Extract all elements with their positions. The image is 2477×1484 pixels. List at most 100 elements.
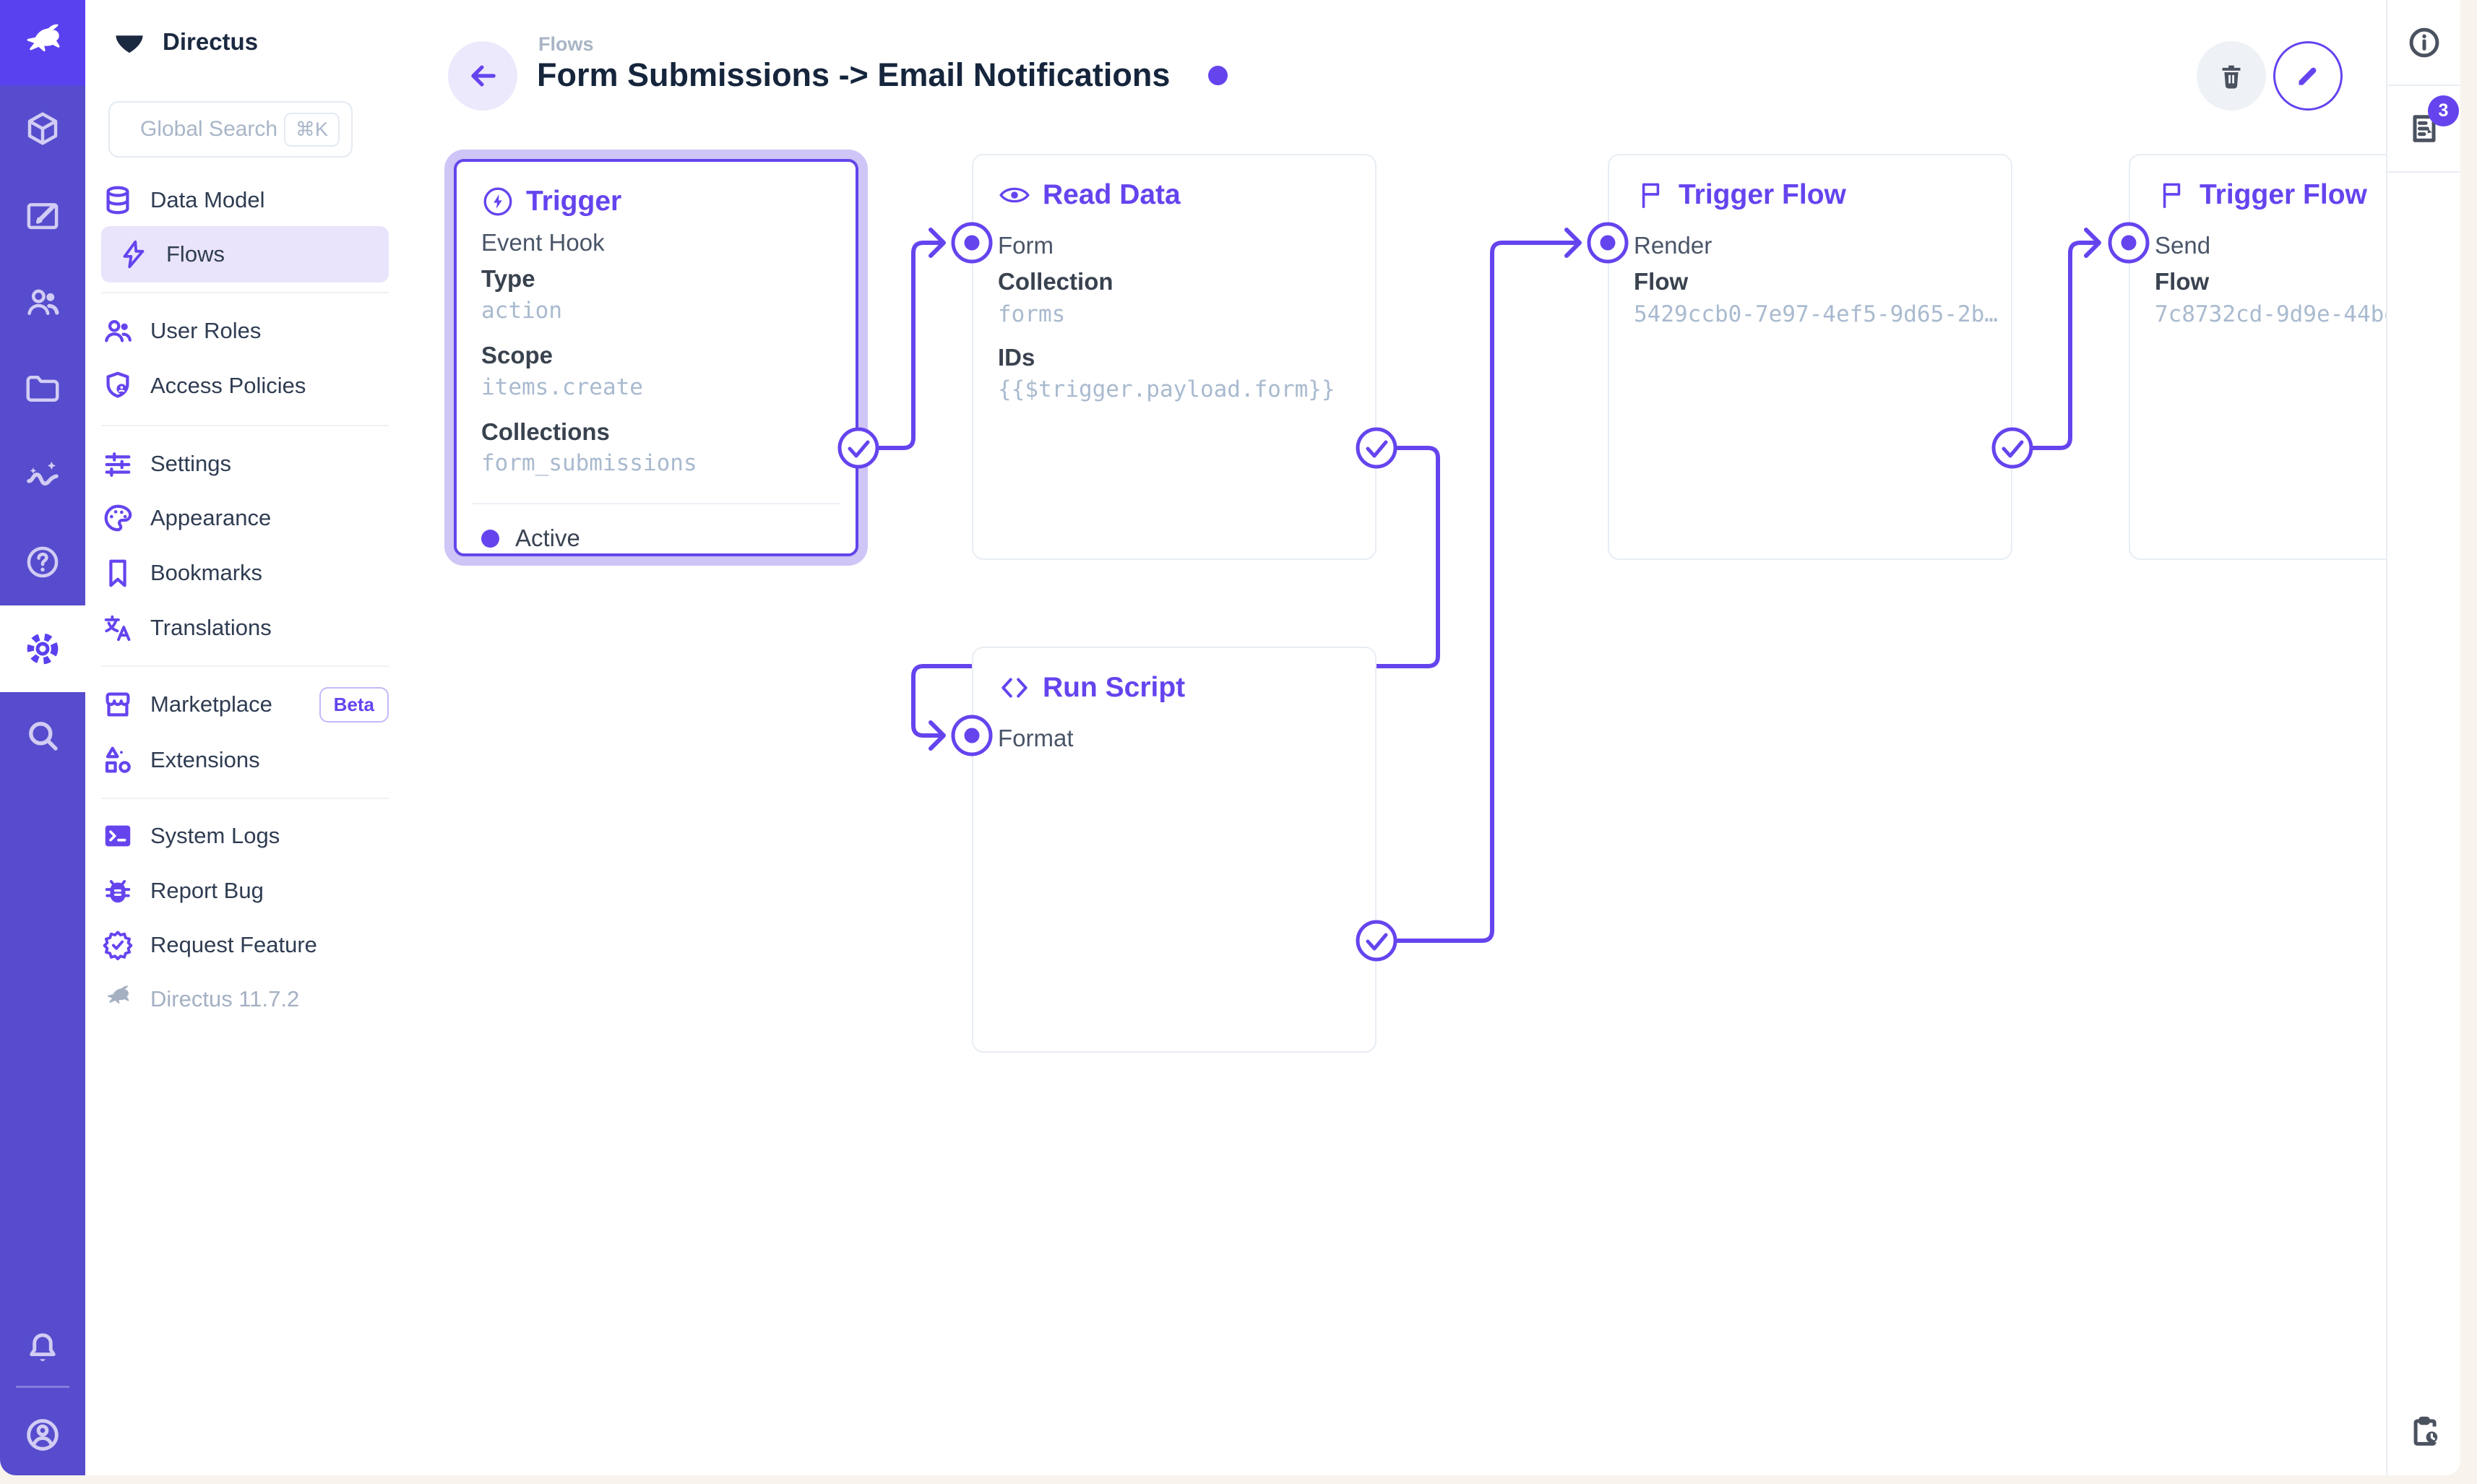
box-icon [27, 112, 58, 145]
node-trigger-flow-render-header: Trigger Flow [1634, 178, 1846, 212]
sidebar-item-bookmarks[interactable]: Bookmarks [101, 545, 389, 601]
module-help[interactable] [0, 519, 85, 605]
logs-panel-button[interactable] [2387, 86, 2460, 171]
arrowhead-icon [929, 228, 946, 258]
divider [101, 798, 389, 799]
module-files[interactable] [0, 345, 85, 432]
sidebar-item-label: Data Model [150, 187, 265, 212]
divider [101, 292, 389, 293]
input-connector[interactable] [1587, 222, 1629, 264]
pending-revisions-button[interactable] [2387, 1389, 2460, 1474]
arrow-left-icon [471, 65, 496, 87]
node-trigger-header: Trigger [481, 185, 621, 218]
output-connector[interactable] [837, 427, 879, 469]
sidebar-item-access-policies[interactable]: Access Policies [101, 358, 389, 414]
node-name: Form [998, 232, 1054, 259]
divider [101, 425, 389, 426]
edit-flow-button[interactable] [2273, 41, 2343, 111]
bookmark-icon [109, 559, 126, 587]
module-search[interactable] [0, 692, 85, 779]
input-connector[interactable] [2108, 222, 2150, 264]
insights-icon [27, 461, 59, 486]
field-label: Flow [2155, 268, 2210, 295]
module-content[interactable] [0, 85, 85, 172]
divider [2387, 85, 2460, 86]
account-button[interactable] [0, 1392, 85, 1478]
divider [16, 1386, 69, 1388]
trash-icon [2222, 65, 2241, 89]
palette-icon [104, 504, 132, 532]
sidebar-item-label: Translations [150, 615, 272, 640]
field-value: {{$trigger.payload.form}} [998, 376, 1335, 402]
pencil-icon [2299, 67, 2317, 85]
sidebar-item-appearance[interactable]: Appearance [101, 490, 389, 546]
sidebar-item-translations[interactable]: Translations [101, 600, 389, 656]
node-type-label: Trigger Flow [1679, 179, 1846, 210]
node-trigger-flow-render[interactable]: Trigger Flow Render Flow 5429ccb0-7e97-4… [1608, 154, 2012, 560]
field-value: items.create [481, 374, 643, 400]
folder-icon [26, 376, 59, 402]
global-search-input[interactable]: Global Search ⌘K [108, 101, 353, 158]
input-connector[interactable] [951, 222, 993, 264]
sidebar-item-flows[interactable]: Flows [101, 226, 389, 282]
trigger-status: Active [481, 525, 580, 552]
field-label: Type [481, 265, 535, 292]
module-insights[interactable] [0, 432, 85, 519]
output-connector[interactable] [1991, 427, 2033, 469]
sidebar-item-marketplace[interactable]: Marketplace Beta [101, 676, 389, 733]
back-button[interactable] [448, 41, 517, 111]
notifications-button[interactable] [0, 1305, 85, 1392]
node-run-script-header: Run Script [998, 671, 1185, 704]
field-value: form_submissions [481, 450, 697, 476]
search-placeholder: Global Search [140, 117, 278, 141]
flow-connectors [837, 222, 2150, 962]
logs-icon [2413, 115, 2435, 142]
node-trigger-flow-send[interactable]: Trigger Flow Send Flow 7c8732cd-9d9e-44b… [2129, 154, 2386, 560]
node-trigger[interactable]: Trigger Event Hook Type action Scope ite… [454, 159, 858, 556]
sliders-icon [105, 452, 131, 477]
output-connector[interactable] [1356, 427, 1397, 469]
directus-logo-button[interactable] [0, 0, 85, 85]
info-icon [2409, 27, 2439, 58]
right-rail [2386, 0, 2460, 1475]
sidebar-item-settings[interactable]: Settings [101, 436, 389, 492]
sidebar-item-data-model[interactable]: Data Model [101, 172, 389, 228]
info-button[interactable] [2387, 0, 2460, 85]
database-icon [106, 186, 129, 215]
sidebar-item-label: Extensions [150, 747, 260, 772]
input-connector[interactable] [951, 715, 993, 756]
directus-rabbit-icon [107, 985, 129, 1004]
search-icon [29, 722, 58, 751]
sidebar-item-label: User Roles [150, 318, 262, 343]
beta-badge: Beta [319, 686, 389, 722]
project-row[interactable]: Directus [112, 20, 258, 64]
bolt-circle-icon [483, 187, 512, 216]
project-logo-icon [116, 35, 143, 53]
divider [473, 503, 840, 504]
module-editor[interactable] [0, 172, 85, 259]
sidebar-item-request-feature[interactable]: Request Feature [101, 917, 389, 973]
field-value: 7c8732cd-9d9e-44be [2155, 301, 2386, 327]
field-label: Collections [481, 418, 610, 445]
sidebar-item-label: Bookmarks [150, 560, 263, 585]
sidebar-item-system-logs[interactable]: System Logs [101, 808, 389, 864]
flag-icon [1642, 183, 1660, 208]
output-connector[interactable] [1356, 920, 1397, 962]
breadcrumb[interactable]: Flows [538, 33, 594, 55]
node-run-script[interactable]: Run Script Format [972, 647, 1377, 1053]
extensions-icon [105, 746, 131, 773]
sidebar-item-extensions[interactable]: Extensions [101, 732, 389, 788]
sidebar-item-report-bug[interactable]: Report Bug [101, 863, 389, 919]
status-label: Active [515, 525, 580, 551]
flow-canvas[interactable]: Trigger Event Hook Type action Scope ite… [0, 0, 2386, 1475]
eye-icon [999, 187, 1030, 203]
delete-flow-button[interactable] [2197, 41, 2266, 111]
sidebar-item-user-roles[interactable]: User Roles [101, 303, 389, 359]
users-icon [27, 289, 59, 315]
module-users[interactable] [0, 259, 85, 345]
module-settings[interactable] [0, 605, 85, 692]
search-shortcut: ⌘K [283, 112, 340, 147]
translate-icon [104, 615, 131, 642]
shield-user-icon [106, 371, 129, 398]
node-read-data[interactable]: Read Data Form Collection forms IDs {{$t… [972, 154, 1377, 560]
